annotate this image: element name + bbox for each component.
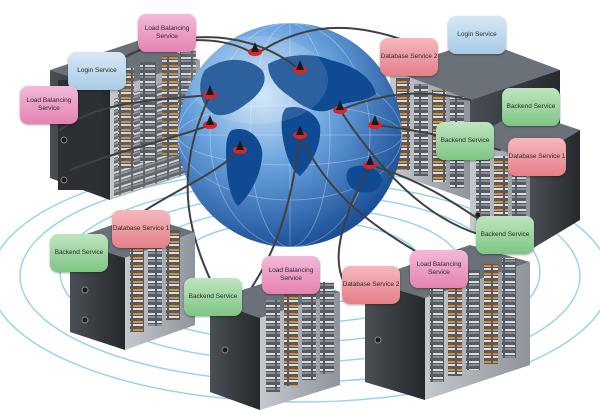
tag-database-1-right: Database Service 1 (508, 138, 566, 176)
tag-backend-mid-right: Backend Service (436, 122, 494, 160)
tag-backend-left: Backend Service (50, 234, 108, 272)
tag-backend-bottom-right: Backend Service (476, 216, 534, 254)
tag-backend-right: Backend Service (502, 88, 560, 126)
tag-load-balancing-bottom-center: Load Balancing Service (262, 256, 320, 294)
tag-database-1-left: Database Service 1 (112, 210, 170, 248)
globe-network-nodes (203, 42, 382, 169)
tag-backend-bottom-center: Backend Service (184, 278, 242, 316)
tag-database-2-top: Database Service 2 (380, 38, 438, 76)
tag-load-balancing-top: Load Balancing Service (138, 14, 196, 52)
tag-login-left: Login Service (68, 52, 126, 90)
tag-load-balancing-left: Load Balancing Service (20, 86, 78, 124)
tag-login-right: Login Service (448, 16, 506, 54)
server-rack-top-left (50, 40, 200, 200)
globe (177, 22, 403, 248)
tag-database-2-bottom: Database Service 2 (342, 266, 400, 304)
tag-load-balancing-bottom-right: Load Balancing Service (410, 250, 468, 288)
